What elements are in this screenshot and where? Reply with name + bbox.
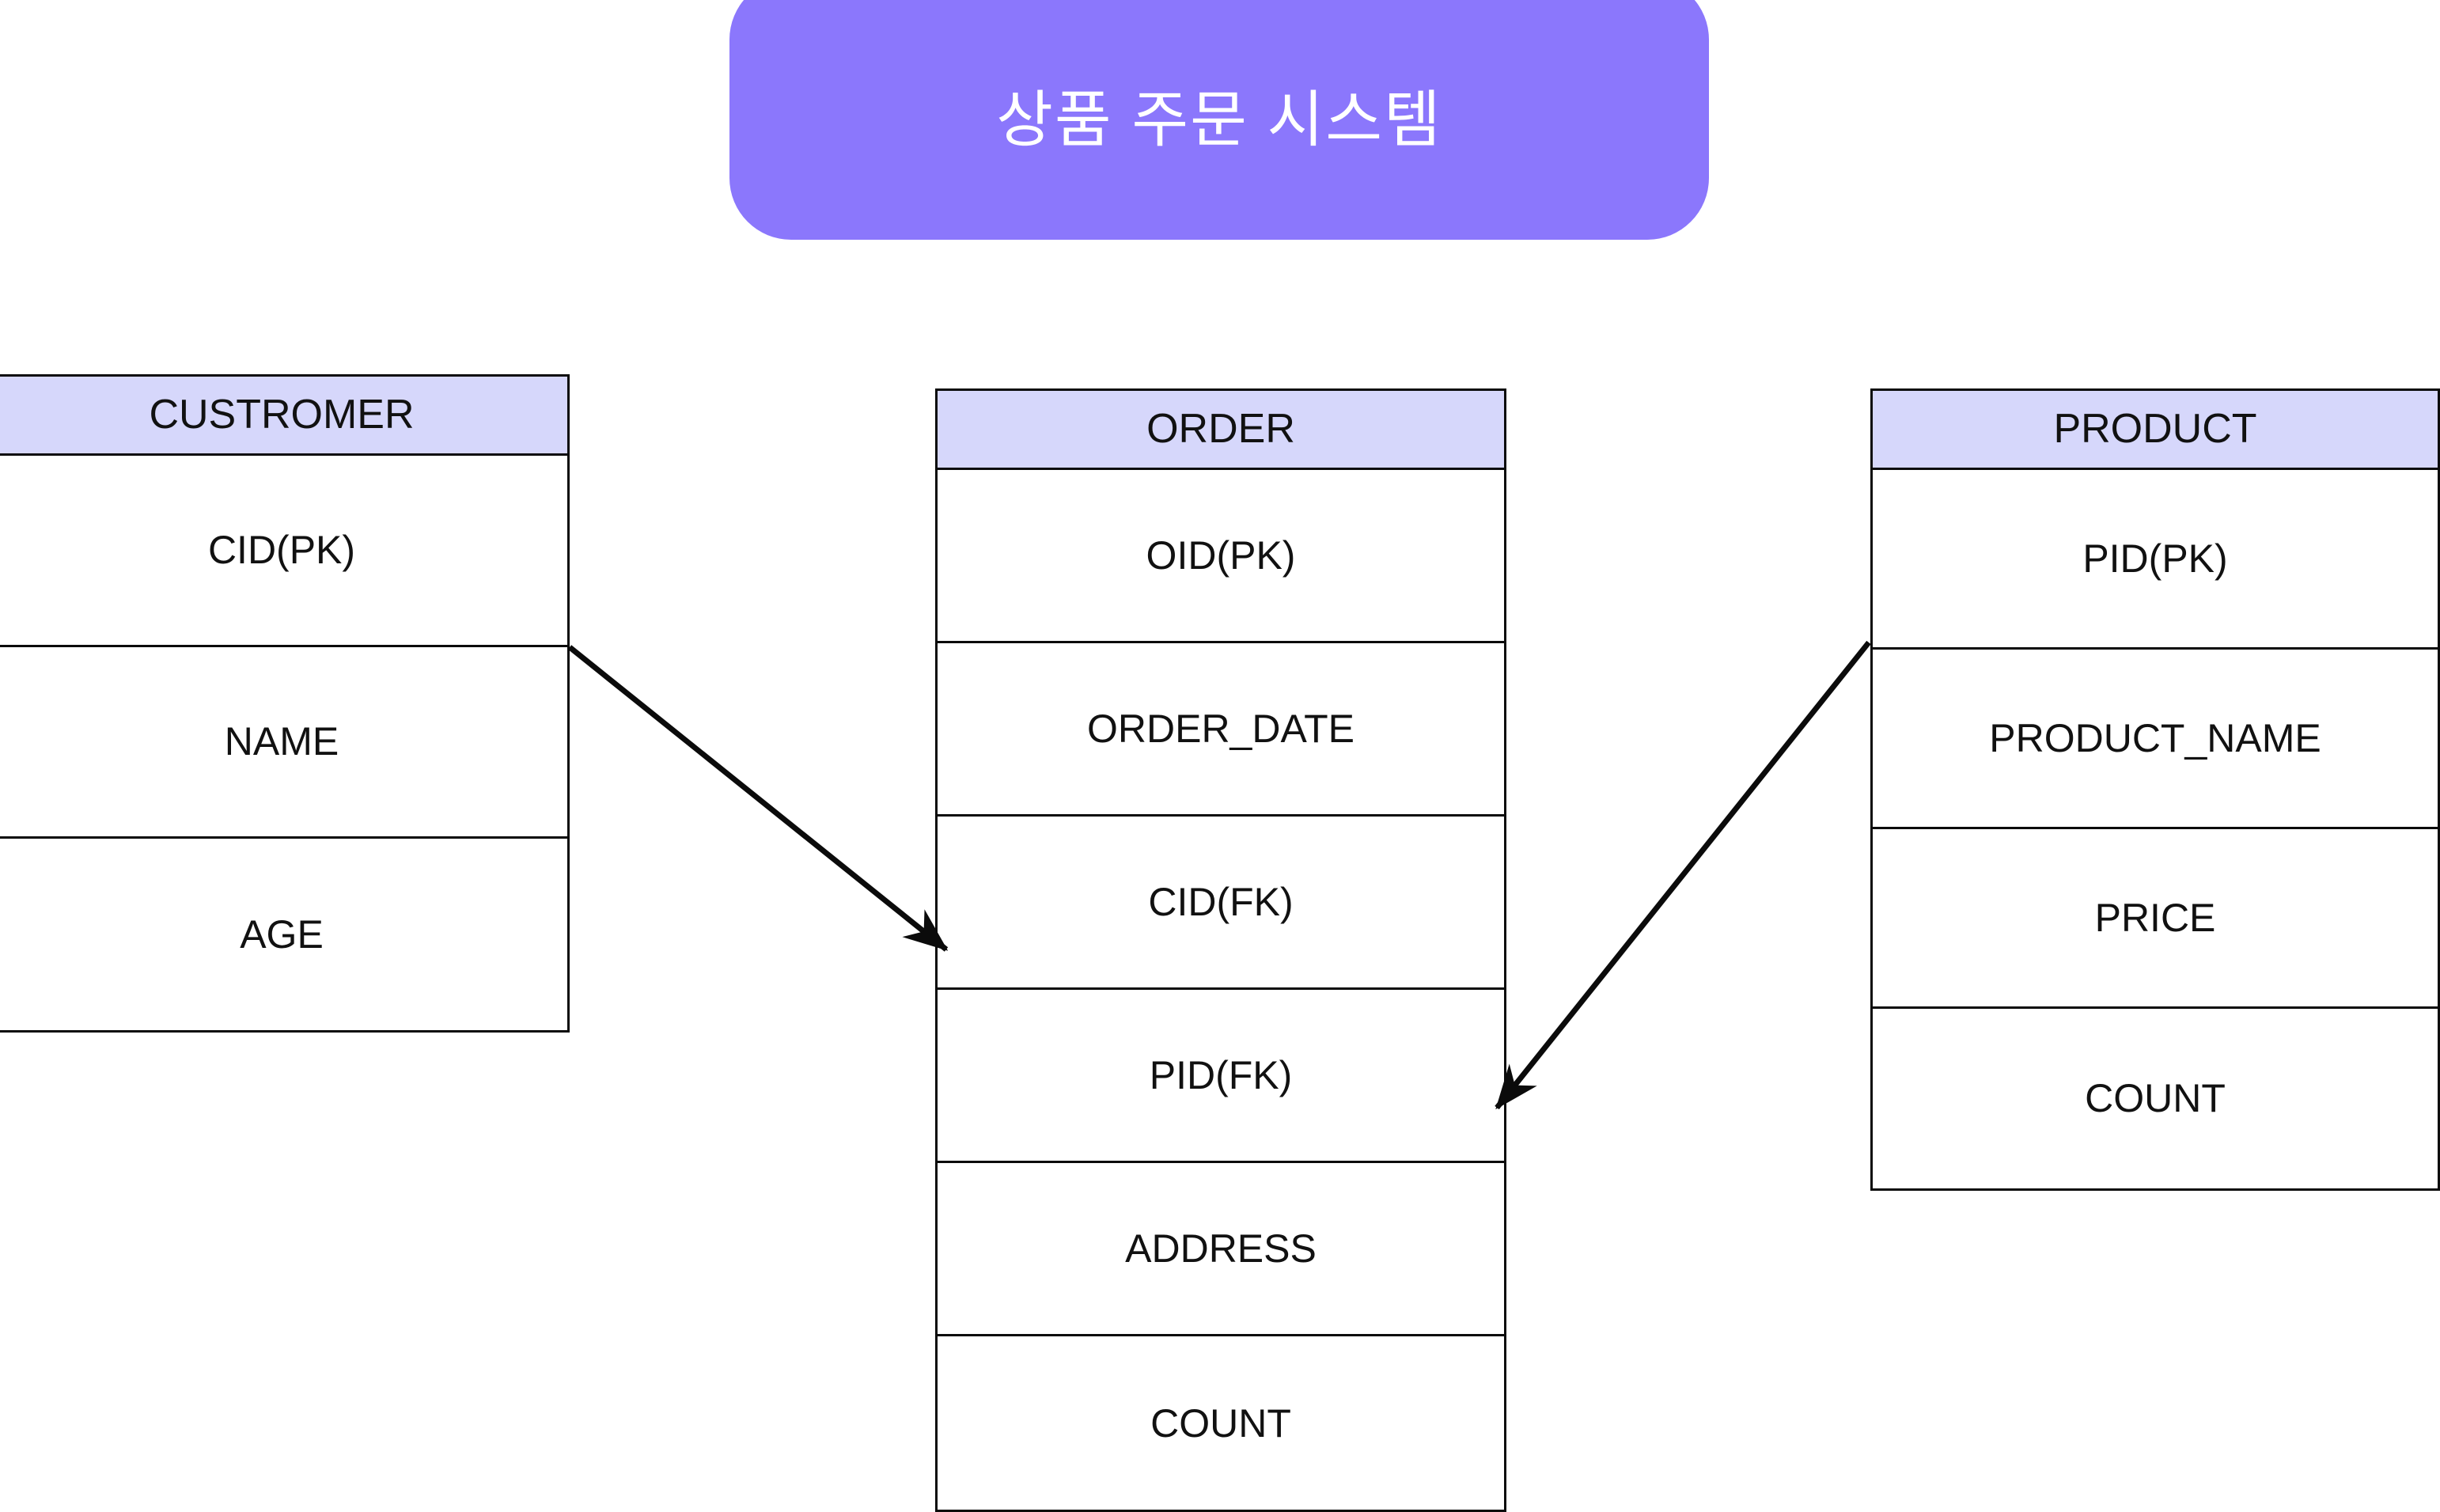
connector-product-to-order [1495,640,1871,1110]
entity-field-row: OID(PK) [938,469,1504,643]
entity-field-row: ORDER_DATE [938,642,1504,817]
entity-field-row: PID(FK) [938,989,1504,1163]
entity-field-row: PRICE [1873,828,2438,1009]
entity-field-row: COUNT [1873,1008,2438,1188]
page-title: 상품 주문 시스템 [996,84,1442,154]
entity-header-order: ORDER [938,391,1504,470]
entity-field-row: AGE [0,838,567,1030]
connector-customer-to-order [567,645,949,952]
entity-field-row: PID(PK) [1873,469,2438,650]
diagram-title-banner: 상품 주문 시스템 [729,0,1709,240]
entity-table-product: PRODUCT PID(PK) PRODUCT_NAME PRICE COUNT [1870,388,2440,1191]
entity-table-customer: CUSTROMER CID(PK) NAME AGE [0,374,570,1033]
entity-header-customer: CUSTROMER [0,377,567,456]
entity-field-row: CID(FK) [938,816,1504,990]
entity-header-product: PRODUCT [1873,391,2438,470]
entity-table-order: ORDER OID(PK) ORDER_DATE CID(FK) PID(FK)… [935,388,1506,1512]
entity-field-row: CID(PK) [0,455,567,647]
entity-field-row: COUNT [938,1336,1504,1510]
entity-field-row: NAME [0,646,567,839]
entity-field-row: PRODUCT_NAME [1873,649,2438,829]
entity-field-row: ADDRESS [938,1162,1504,1336]
